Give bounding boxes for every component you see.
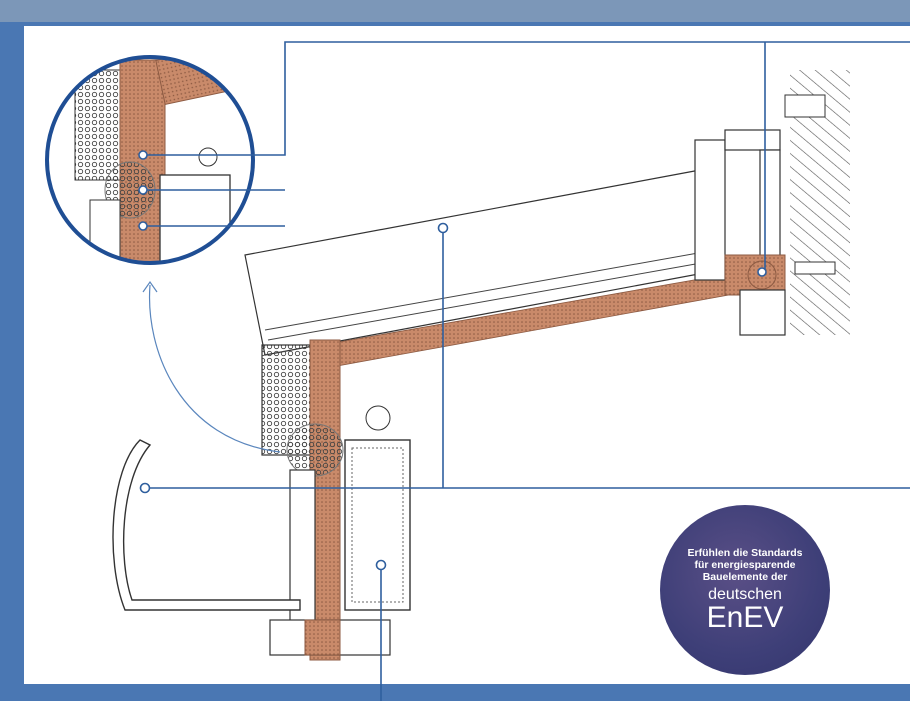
badge-line-5: EnEV <box>706 601 784 634</box>
detail-zoom-circle <box>45 55 255 265</box>
lower-frame-profile <box>261 339 411 661</box>
badge-line-1: Erfühlen die Standards <box>687 547 803 559</box>
wall-section <box>784 70 850 335</box>
cover-cap <box>112 439 301 611</box>
enev-badge: Erfühlen die Standards für energiesparen… <box>660 505 830 675</box>
top-border <box>0 0 910 22</box>
badge-line-3: Bauelemente der <box>702 571 788 583</box>
callout-dots <box>138 150 767 571</box>
badge-line-2: für energiesparende <box>694 559 796 571</box>
callout-lines <box>142 41 910 701</box>
badge-line-4: deutschen <box>708 586 782 603</box>
